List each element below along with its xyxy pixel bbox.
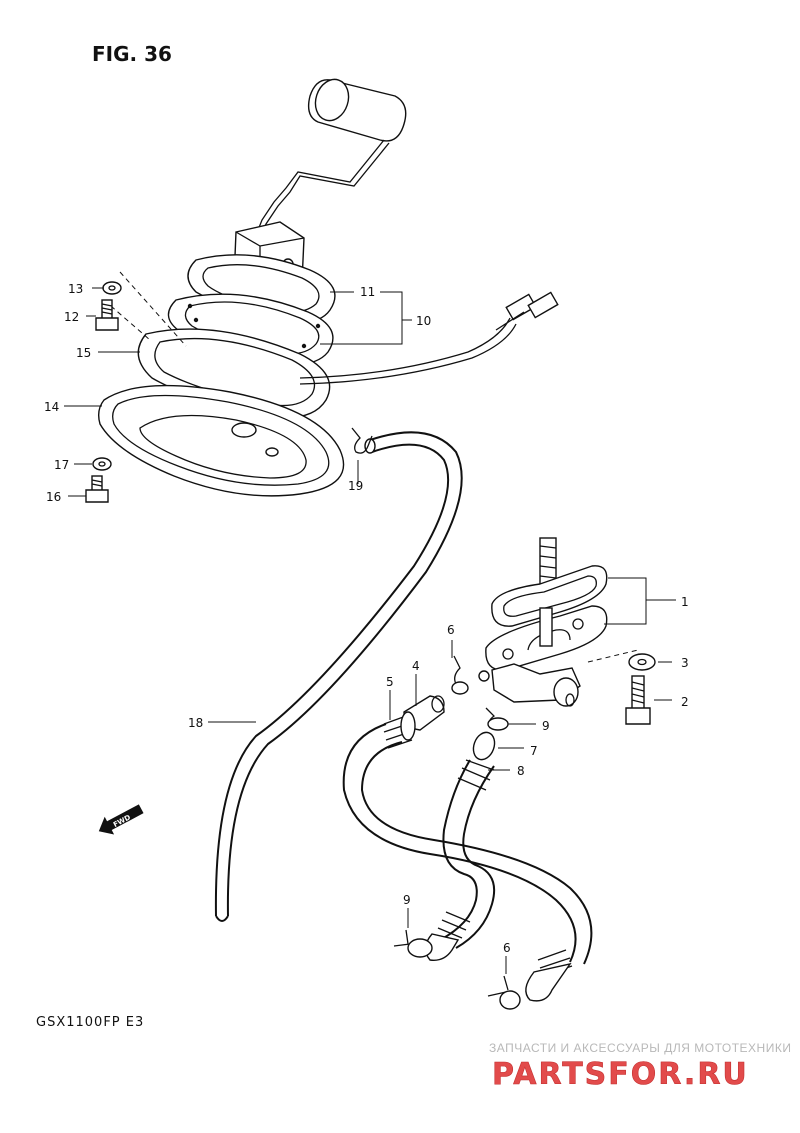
watermark: ЗАПЧАСТИ И АКСЕССУАРЫ ДЛЯ МОТОТЕХНИКИ PA… [489,1041,791,1092]
callout-8: 8 [517,764,525,778]
fuel-tank-cap-base [97,384,345,497]
callout-10: 10 [416,314,431,328]
washer-13 [102,281,122,295]
fuel-hose-8 [424,731,496,961]
fuel-sender-float [253,78,407,243]
callout-labels: 1 2 3 4 5 6 7 8 9 10 11 12 13 14 15 16 1… [44,282,689,955]
callout-16: 16 [46,490,61,504]
leader-lines [64,287,676,771]
callout-9: 9 [542,719,550,733]
callout-18: 18 [188,716,203,730]
callout-3: 3 [681,656,689,670]
screw-16 [85,475,109,503]
clip-6-upper [451,655,469,695]
watermark-tagline: ЗАПЧАСТИ И АКСЕССУАРЫ ДЛЯ МОТОТЕХНИКИ [489,1041,791,1055]
figure-title: FIG. 36 [92,42,172,66]
fwd-arrow-icon: FWD [98,804,144,835]
cap-gasket [137,328,331,419]
callout-14: 14 [44,400,59,414]
callout-19: 19 [348,479,363,493]
callout-17: 17 [54,458,69,472]
screw-12 [95,299,119,331]
callout-6: 6 [447,623,455,637]
fuel-hose-5 [342,711,593,1002]
callout-11: 11 [360,285,375,299]
callout-6-lower: 6 [503,941,511,955]
callout-12: 12 [64,310,79,324]
callout-15: 15 [76,346,91,360]
clip-9-upper [485,707,509,731]
clip-6-lower [487,975,521,1010]
callout-5: 5 [386,675,394,689]
callout-2: 2 [681,695,689,709]
watermark-logo: PARTSFOR.RU [492,1057,749,1092]
bolt-2 [625,675,651,725]
callout-4: 4 [412,659,420,673]
fwd-label: FWD [112,813,132,829]
sender-wire-harness [299,291,559,385]
callout-1: 1 [681,595,689,609]
callout-7: 7 [530,744,538,758]
model-designation: GSX1100FP E3 [36,1015,144,1030]
fuel-cock-assembly [478,537,608,707]
washer-3 [628,653,656,671]
callout-9-lower: 9 [403,893,411,907]
callout-13: 13 [68,282,83,296]
clip-19 [351,427,373,454]
washer-17 [92,457,112,471]
drain-hose [214,431,463,922]
clip-9-lower [393,929,433,958]
